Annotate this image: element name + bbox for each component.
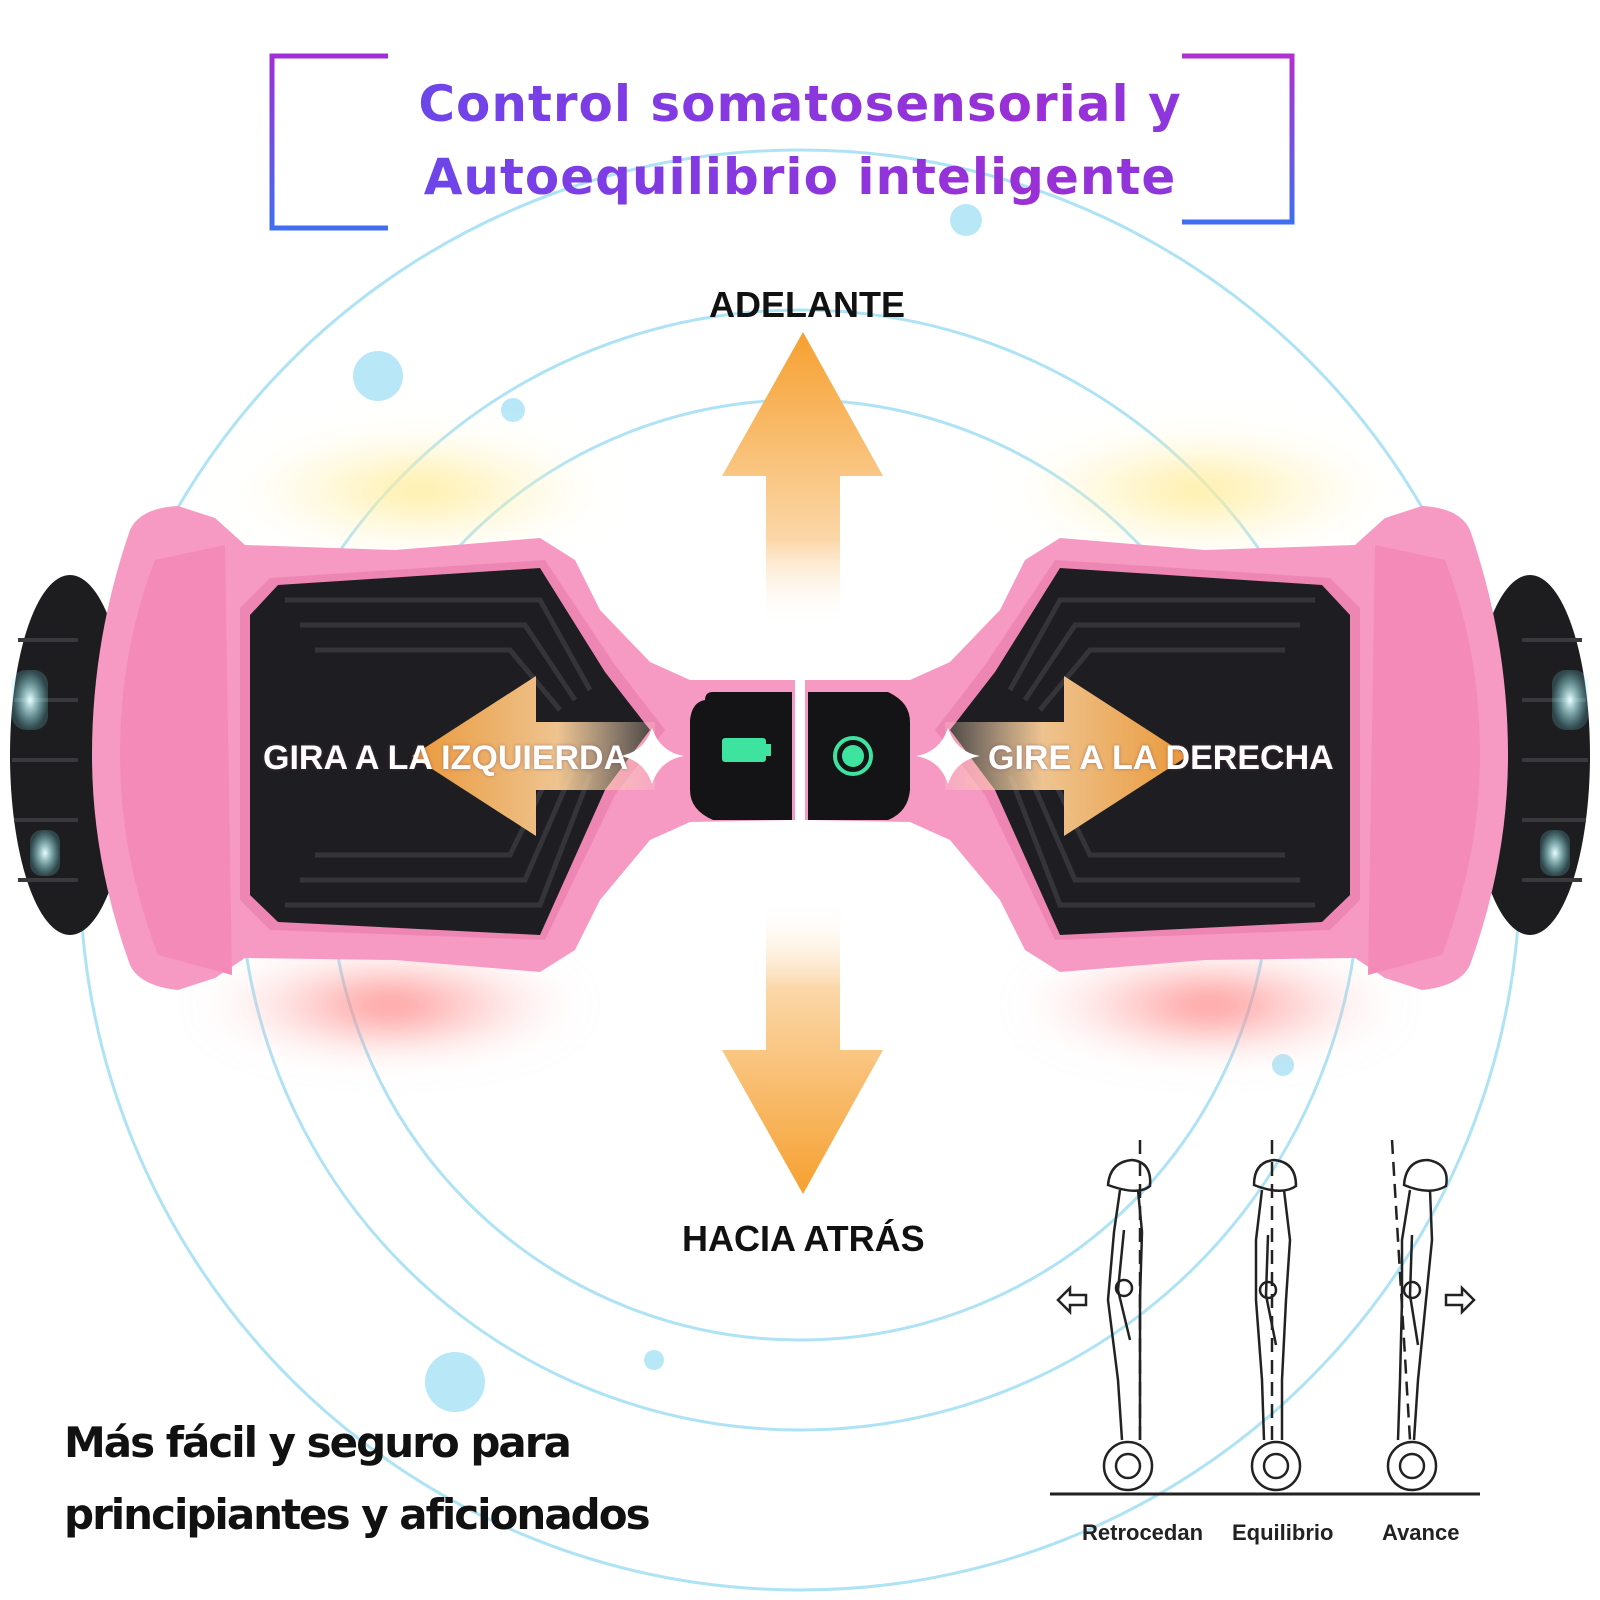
turn-left-arrow bbox=[412, 676, 655, 836]
title-line-1: Control somatosensorial y bbox=[0, 75, 1600, 133]
tagline-line-1: Más fácil y seguro para bbox=[64, 1418, 572, 1467]
turn-right-label: GIRE A LA DERECHA bbox=[988, 739, 1334, 777]
orbit-dots bbox=[353, 204, 1294, 1412]
light-glow bbox=[200, 430, 1400, 1060]
forward-arrow bbox=[722, 332, 883, 628]
turn-right-arrow bbox=[945, 676, 1188, 836]
posture-figure-forward bbox=[1386, 1139, 1448, 1492]
arrow-right-icon bbox=[1444, 1284, 1476, 1316]
backward-arrow bbox=[722, 900, 883, 1194]
posture-label-forward: Avance bbox=[1382, 1520, 1460, 1545]
posture-label-back: Retrocedan bbox=[1082, 1520, 1204, 1545]
sparkle-icon bbox=[620, 728, 980, 784]
title-frame bbox=[269, 53, 1295, 231]
posture-figure-balanced bbox=[1250, 1140, 1302, 1492]
forward-label: ADELANTE bbox=[709, 284, 905, 325]
arrow-left-icon bbox=[1056, 1284, 1088, 1316]
posture-diagram bbox=[1050, 1139, 1480, 1496]
turn-left-label: GIRA A LA IZQUIERDA bbox=[263, 739, 629, 777]
posture-label-balance: Equilibrio bbox=[1232, 1520, 1334, 1545]
battery-indicator bbox=[690, 692, 792, 820]
backward-label: HACIA ATRÁS bbox=[682, 1218, 925, 1259]
tagline-line-2: principiantes y aficionados bbox=[64, 1490, 651, 1539]
title-line-2: Autoequilibrio inteligente bbox=[0, 148, 1600, 206]
posture-figure-back bbox=[1102, 1140, 1154, 1492]
power-indicator bbox=[808, 692, 910, 820]
